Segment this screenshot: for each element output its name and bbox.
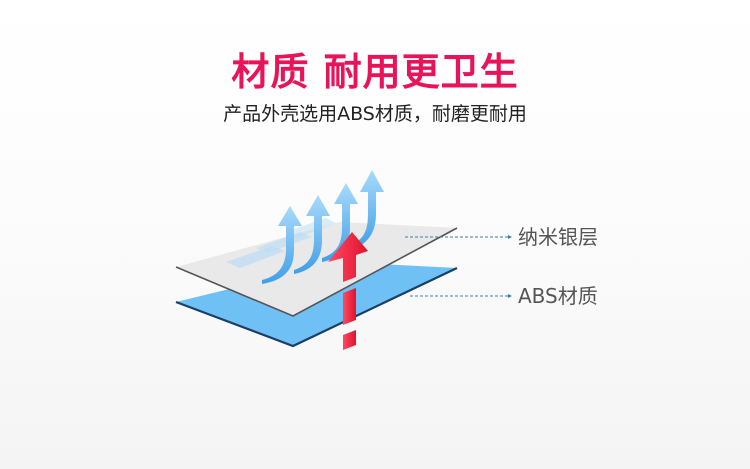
headline: 材质 耐用更卫生 — [231, 50, 519, 94]
subheadline: 产品外壳选用ABS材质，耐磨更耐用 — [223, 103, 527, 125]
nano-silver-layer-label: 纳米银层 — [518, 225, 598, 249]
antibacterial-airflow-arrows-icon — [262, 170, 384, 284]
abs-layer-label: ABS材质 — [518, 284, 598, 308]
penetration-arrow-lower — [343, 288, 356, 350]
penetration-arrow-icon — [328, 232, 368, 282]
nano-silver-layer-plate — [175, 218, 458, 317]
leader-lines — [405, 235, 512, 298]
